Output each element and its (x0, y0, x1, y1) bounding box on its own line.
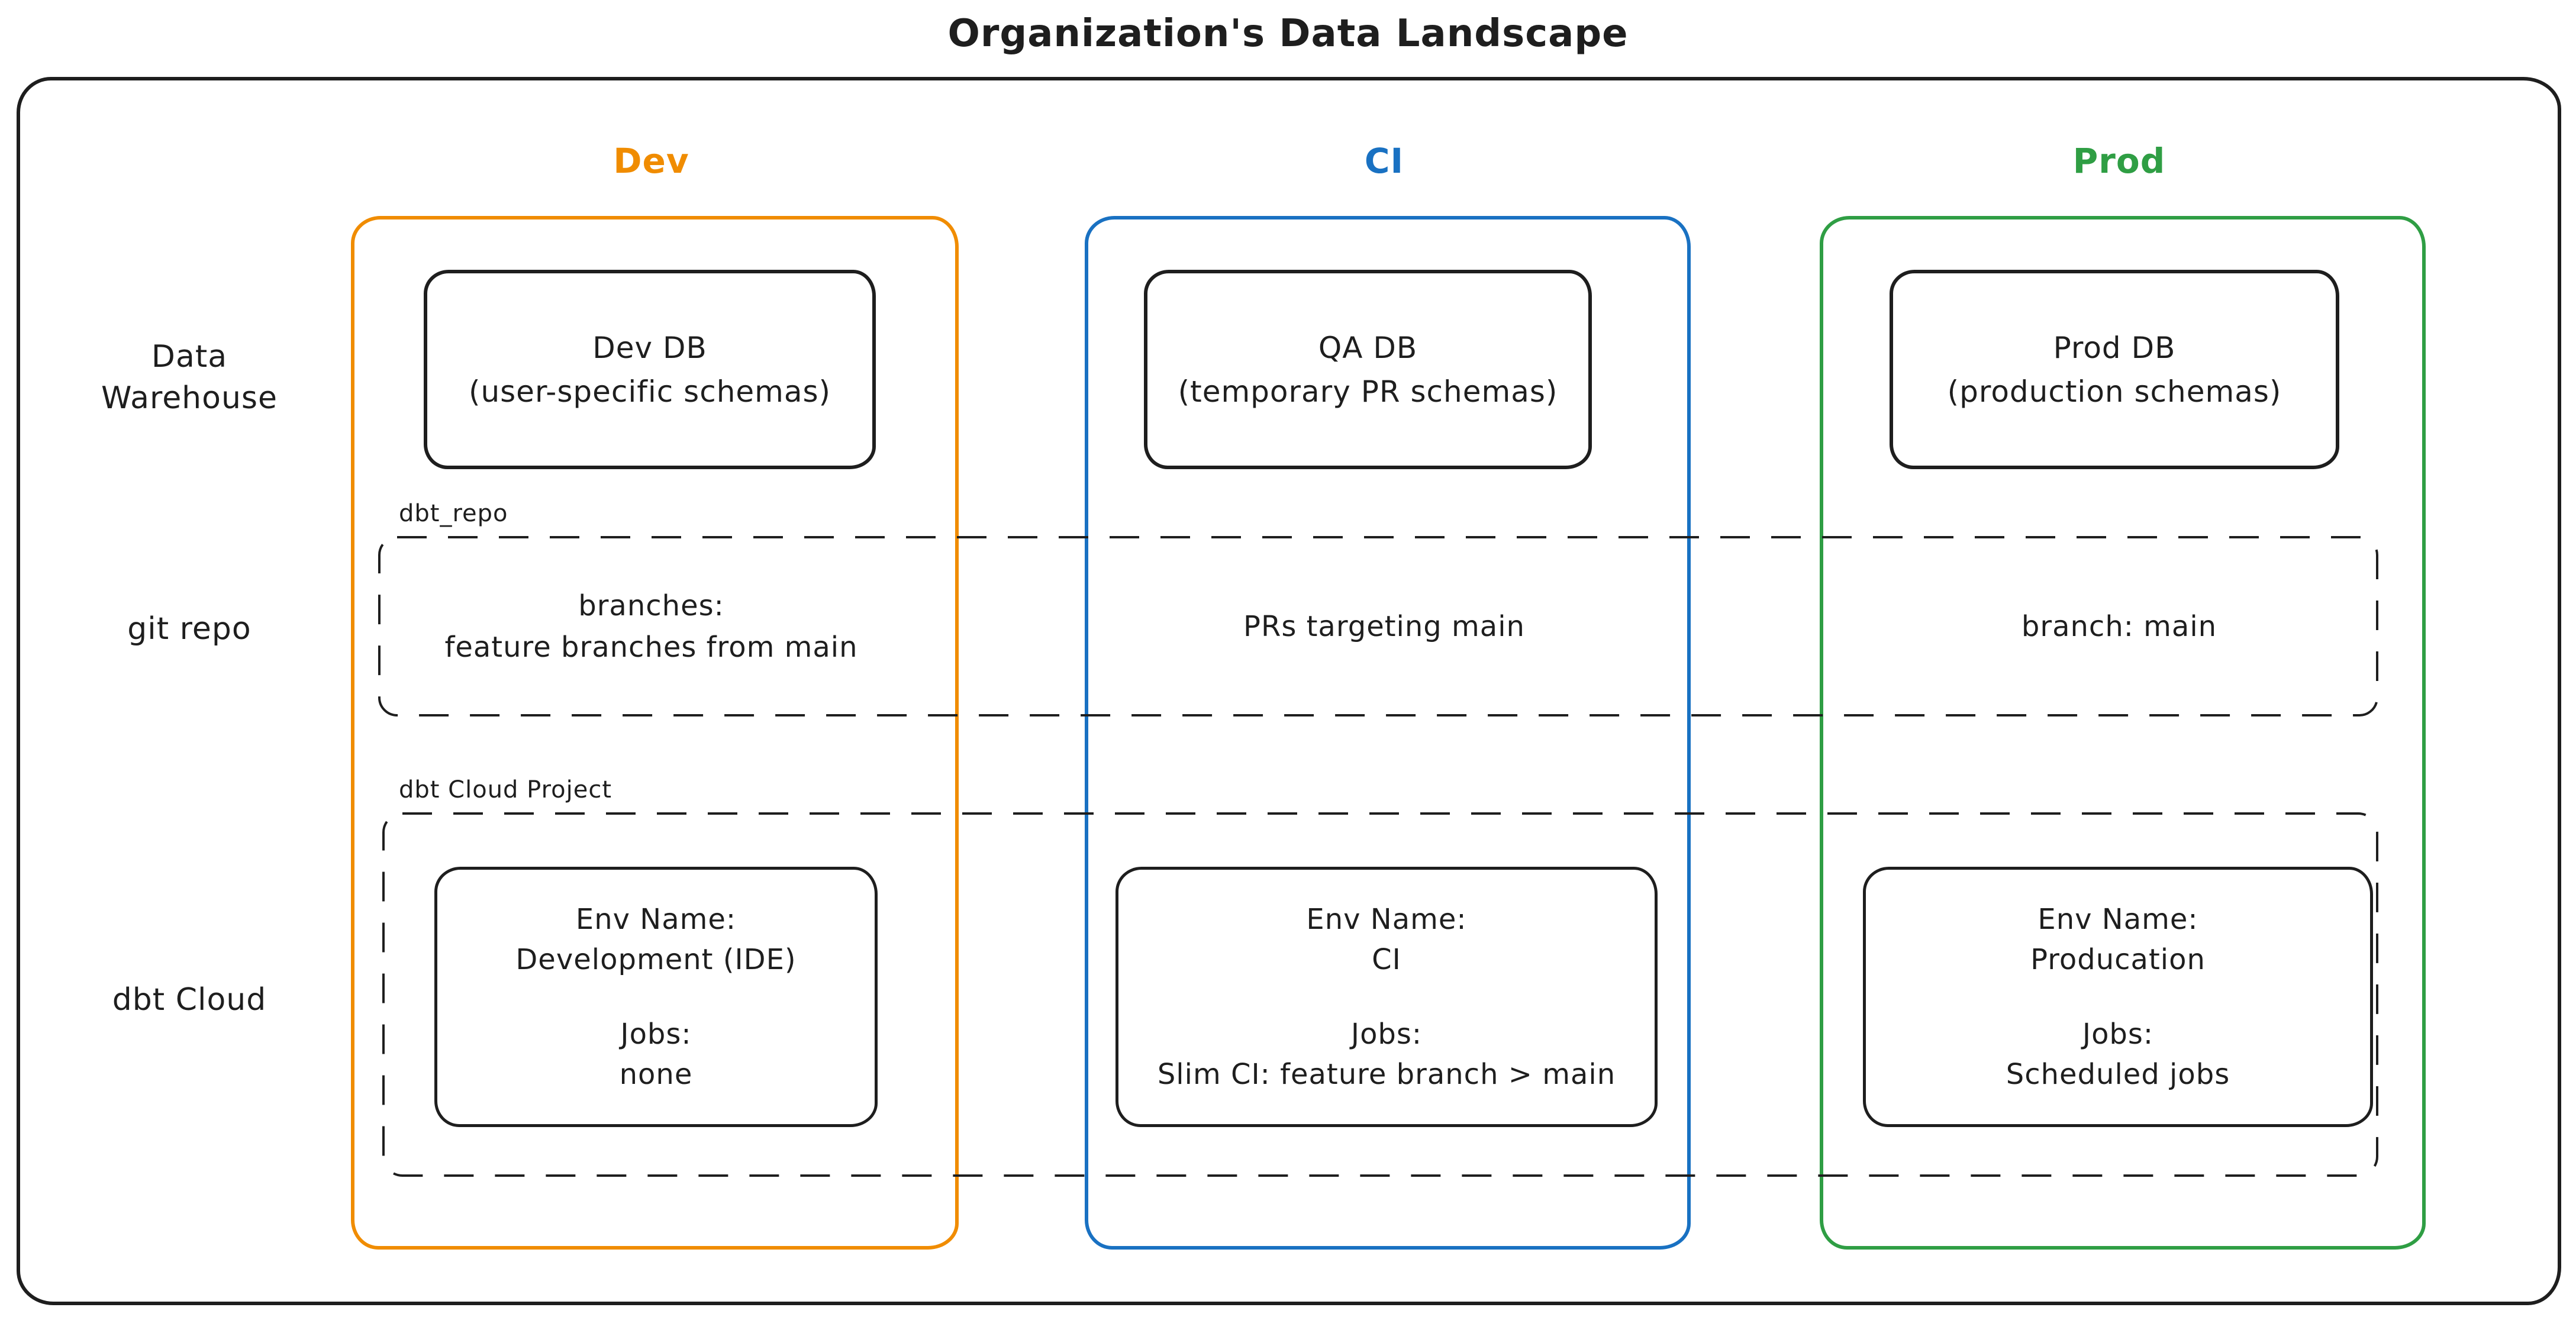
dev-column-box (351, 216, 959, 1250)
prod-env-value: Producation (2030, 942, 2206, 976)
qa-db-title: QA DB (1318, 330, 1418, 365)
ci-jobs-value: Slim CI: feature branch > main (1157, 1058, 1616, 1092)
qa-db-box: QA DB (temporary PR schemas) (1144, 270, 1592, 469)
row-label-data-warehouse: Data Warehouse (24, 336, 355, 419)
git-cell-dev-line2: feature branches from main (444, 630, 858, 664)
ci-env-value: CI (1372, 942, 1401, 976)
prod-column-box (1820, 216, 2426, 1250)
qa-db-subtitle: (temporary PR schemas) (1178, 374, 1558, 409)
dev-db-subtitle: (user-specific schemas) (468, 374, 831, 409)
dbt-cloud-section-tag: dbt Cloud Project (399, 776, 612, 803)
prod-env-label: Env Name: (2037, 902, 2198, 936)
ci-jobs-label: Jobs: (1350, 1018, 1423, 1051)
dev-db-box: Dev DB (user-specific schemas) (424, 270, 876, 469)
prod-jobs-value: Scheduled jobs (2006, 1058, 2230, 1092)
git-cell-ci-line1: PRs targeting main (1243, 609, 1525, 643)
column-header-dev: Dev (613, 141, 689, 181)
dev-env-label: Env Name: (575, 902, 737, 936)
prod-db-subtitle: (production schemas) (1947, 374, 2282, 409)
row-label-dbt-cloud: dbt Cloud (112, 982, 267, 1018)
dev-db-title: Dev DB (592, 330, 707, 365)
row-label-data-warehouse-line2: Warehouse (101, 380, 278, 417)
git-cell-ci: PRs targeting main (1085, 535, 1684, 717)
outer-container-box (17, 77, 2561, 1305)
ci-column-box (1085, 216, 1691, 1250)
ci-env-label: Env Name: (1306, 902, 1467, 936)
dev-jobs-label: Jobs: (620, 1018, 692, 1051)
prod-env-box: Env Name: Producation Jobs: Scheduled jo… (1863, 867, 2373, 1127)
page-title: Organization's Data Landscape (947, 12, 1629, 56)
git-cell-prod-line1: branch: main (2021, 609, 2217, 643)
prod-jobs-label: Jobs: (2082, 1018, 2154, 1051)
prod-db-box: Prod DB (production schemas) (1890, 270, 2339, 469)
row-label-git-repo: git repo (127, 611, 252, 647)
column-header-ci: CI (1364, 141, 1404, 181)
git-cell-dev: branches: feature branches from main (351, 535, 952, 717)
row-label-data-warehouse-line1: Data (151, 339, 228, 375)
dev-jobs-value: none (619, 1058, 693, 1092)
git-cell-prod: branch: main (1820, 535, 2419, 717)
dev-env-box: Env Name: Development (IDE) Jobs: none (434, 867, 878, 1127)
prod-db-title: Prod DB (2053, 330, 2176, 365)
dev-env-value: Development (IDE) (515, 942, 797, 976)
git-cell-dev-line1: branches: (578, 589, 724, 622)
column-header-prod: Prod (2072, 141, 2166, 181)
ci-env-box: Env Name: CI Jobs: Slim CI: feature bran… (1115, 867, 1658, 1127)
git-repo-section-tag: dbt_repo (399, 500, 508, 527)
